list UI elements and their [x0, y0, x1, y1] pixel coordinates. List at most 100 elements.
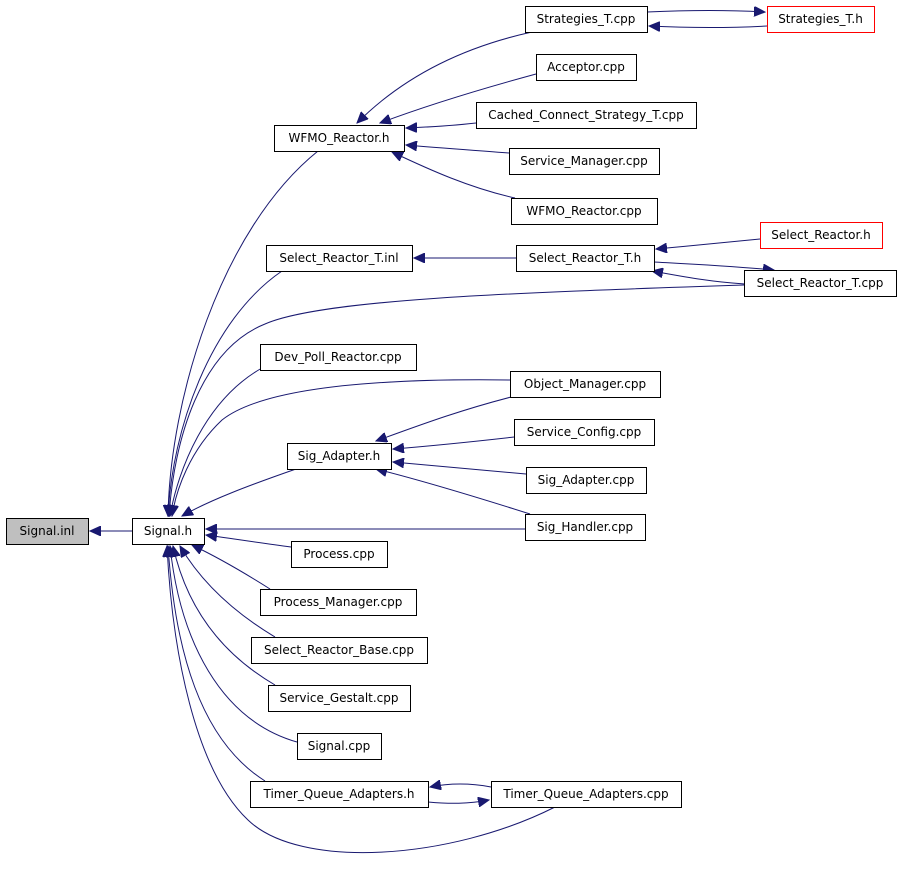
edge-wfmo-reactor-h-to-signal-h	[168, 150, 319, 516]
node-box	[526, 467, 647, 494]
edge-timer-queue-adapters-cpp-to-timer-queue-adapters-h	[430, 784, 492, 787]
edge-timer-queue-adapters-h-to-timer-queue-adapters-cpp	[427, 800, 489, 803]
node-label: Select_Reactor_T.inl	[279, 251, 398, 265]
node-wfmo-reactor-h[interactable]: WFMO_Reactor.h	[274, 125, 405, 152]
edge-wfmo-reactor-cpp-to-wfmo-reactor-h	[392, 152, 516, 199]
node-select-reactor-t-h[interactable]: Select_Reactor_T.h	[516, 245, 655, 272]
node-box	[291, 541, 388, 568]
edge-service-config-cpp-to-sig-adapter-h	[393, 436, 515, 449]
node-wfmo-reactor-cpp[interactable]: WFMO_Reactor.cpp	[511, 198, 658, 225]
node-box	[509, 148, 660, 175]
node-box	[250, 781, 429, 808]
node-sig-handler-cpp[interactable]: Sig_Handler.cpp	[525, 514, 646, 541]
edge-object-manager-cpp-to-sig-adapter-h	[376, 395, 516, 441]
edge-object-manager-cpp-to-signal-h	[172, 379, 511, 516]
node-label: Process_Manager.cpp	[274, 595, 403, 609]
node-label: Signal.h	[144, 524, 192, 538]
node-label: Process.cpp	[303, 547, 374, 561]
node-service-config-cpp[interactable]: Service_Config.cpp	[514, 419, 655, 446]
edge-cached-connect-cpp-to-wfmo-reactor-h	[406, 122, 477, 128]
node-label: Strategies_T.cpp	[537, 12, 636, 26]
edge-dev-poll-reactor-cpp-to-signal-h	[170, 367, 263, 516]
edge-process-cpp-to-signal-h	[206, 535, 292, 548]
node-service-gestalt-cpp[interactable]: Service_Gestalt.cpp	[268, 685, 411, 712]
node-box	[760, 222, 883, 249]
node-box	[266, 245, 413, 272]
edge-signal-cpp-to-signal-h	[170, 546, 298, 743]
edge-select-reactor-t-cpp-to-signal-h	[169, 284, 745, 516]
edge-service-gestalt-cpp-to-signal-h	[173, 546, 276, 686]
node-box	[268, 685, 411, 712]
node-box	[511, 198, 658, 225]
edge-select-reactor-h-to-select-reactor-t-h	[656, 238, 761, 249]
edge-service-manager-cpp-to-wfmo-reactor-h	[406, 145, 510, 154]
edge-sig-adapter-cpp-to-sig-adapter-h	[393, 462, 527, 475]
node-label: Select_Reactor_T.h	[529, 251, 641, 265]
node-label: WFMO_Reactor.h	[289, 131, 390, 145]
edge-select-reactor-base-cpp-to-signal-h	[180, 546, 276, 638]
node-signal-cpp[interactable]: Signal.cpp	[297, 733, 382, 760]
node-box	[767, 6, 875, 33]
node-box	[491, 781, 682, 808]
edge-acceptor-cpp-to-wfmo-reactor-h	[380, 73, 537, 123]
node-box	[516, 245, 655, 272]
node-service-manager-cpp[interactable]: Service_Manager.cpp	[509, 148, 660, 175]
edge-strategies-t-cpp-to-wfmo-reactor-h	[357, 31, 533, 123]
node-strategies-t-h[interactable]: Strategies_T.h	[767, 6, 875, 33]
node-box	[274, 125, 405, 152]
node-box	[476, 102, 697, 129]
edge-timer-queue-adapters-cpp-to-signal-h	[167, 546, 556, 854]
node-box	[510, 371, 661, 398]
edge-sig-handler-cpp-to-sig-adapter-h	[376, 469, 531, 515]
node-cached-connect-cpp[interactable]: Cached_Connect_Strategy_T.cpp	[476, 102, 697, 129]
node-acceptor-cpp[interactable]: Acceptor.cpp	[536, 54, 637, 81]
node-label: Select_Reactor.h	[771, 228, 870, 242]
node-label: Select_Reactor_Base.cpp	[264, 643, 414, 657]
node-process-cpp[interactable]: Process.cpp	[291, 541, 388, 568]
node-signal-h[interactable]: Signal.h	[132, 518, 205, 545]
node-select-reactor-base-cpp[interactable]: Select_Reactor_Base.cpp	[251, 637, 428, 664]
node-box	[744, 270, 897, 297]
node-box	[260, 344, 417, 371]
node-dev-poll-reactor-cpp[interactable]: Dev_Poll_Reactor.cpp	[260, 344, 417, 371]
node-select-reactor-t-cpp[interactable]: Select_Reactor_T.cpp	[744, 270, 897, 297]
edge-strategies-t-h-to-strategies-t-cpp	[649, 26, 768, 28]
node-signal-inl: Signal.inl	[6, 518, 89, 545]
node-strategies-t-cpp[interactable]: Strategies_T.cpp	[525, 6, 648, 33]
edge-process-manager-cpp-to-signal-h	[192, 545, 271, 590]
node-label: Strategies_T.h	[778, 12, 863, 26]
node-label: Object_Manager.cpp	[524, 377, 646, 391]
node-box	[260, 589, 417, 616]
node-box	[536, 54, 637, 81]
node-box	[6, 518, 89, 545]
node-process-manager-cpp[interactable]: Process_Manager.cpp	[260, 589, 417, 616]
node-label: WFMO_Reactor.cpp	[526, 204, 641, 218]
node-select-reactor-h[interactable]: Select_Reactor.h	[760, 222, 883, 249]
node-label: Service_Config.cpp	[527, 425, 642, 439]
node-label: Sig_Handler.cpp	[537, 520, 633, 534]
edge-timer-queue-adapters-h-to-signal-h	[168, 546, 266, 782]
node-object-manager-cpp[interactable]: Object_Manager.cpp	[510, 371, 661, 398]
edge-select-reactor-t-inl-to-signal-h	[168, 270, 283, 516]
node-timer-queue-adapters-h[interactable]: Timer_Queue_Adapters.h	[250, 781, 429, 808]
node-label: Acceptor.cpp	[547, 60, 625, 74]
node-label: Cached_Connect_Strategy_T.cpp	[488, 108, 684, 122]
node-timer-queue-adapters-cpp[interactable]: Timer_Queue_Adapters.cpp	[491, 781, 682, 808]
node-box	[514, 419, 655, 446]
node-label: Signal.cpp	[308, 739, 371, 753]
node-label: Service_Gestalt.cpp	[279, 691, 398, 705]
node-select-reactor-t-inl[interactable]: Select_Reactor_T.inl	[266, 245, 413, 272]
node-label: Signal.inl	[20, 524, 75, 538]
node-label: Sig_Adapter.cpp	[538, 473, 635, 487]
node-label: Timer_Queue_Adapters.h	[262, 787, 414, 801]
edge-select-reactor-t-cpp-to-select-reactor-t-h	[652, 271, 746, 285]
edge-select-reactor-t-h-to-select-reactor-t-cpp	[653, 261, 774, 270]
node-box	[251, 637, 428, 664]
node-box	[297, 733, 382, 760]
node-label: Dev_Poll_Reactor.cpp	[274, 350, 401, 364]
node-sig-adapter-h[interactable]: Sig_Adapter.h	[287, 443, 392, 470]
edge-sig-adapter-h-to-signal-h	[182, 468, 297, 516]
node-box	[525, 514, 646, 541]
node-sig-adapter-cpp[interactable]: Sig_Adapter.cpp	[526, 467, 647, 494]
